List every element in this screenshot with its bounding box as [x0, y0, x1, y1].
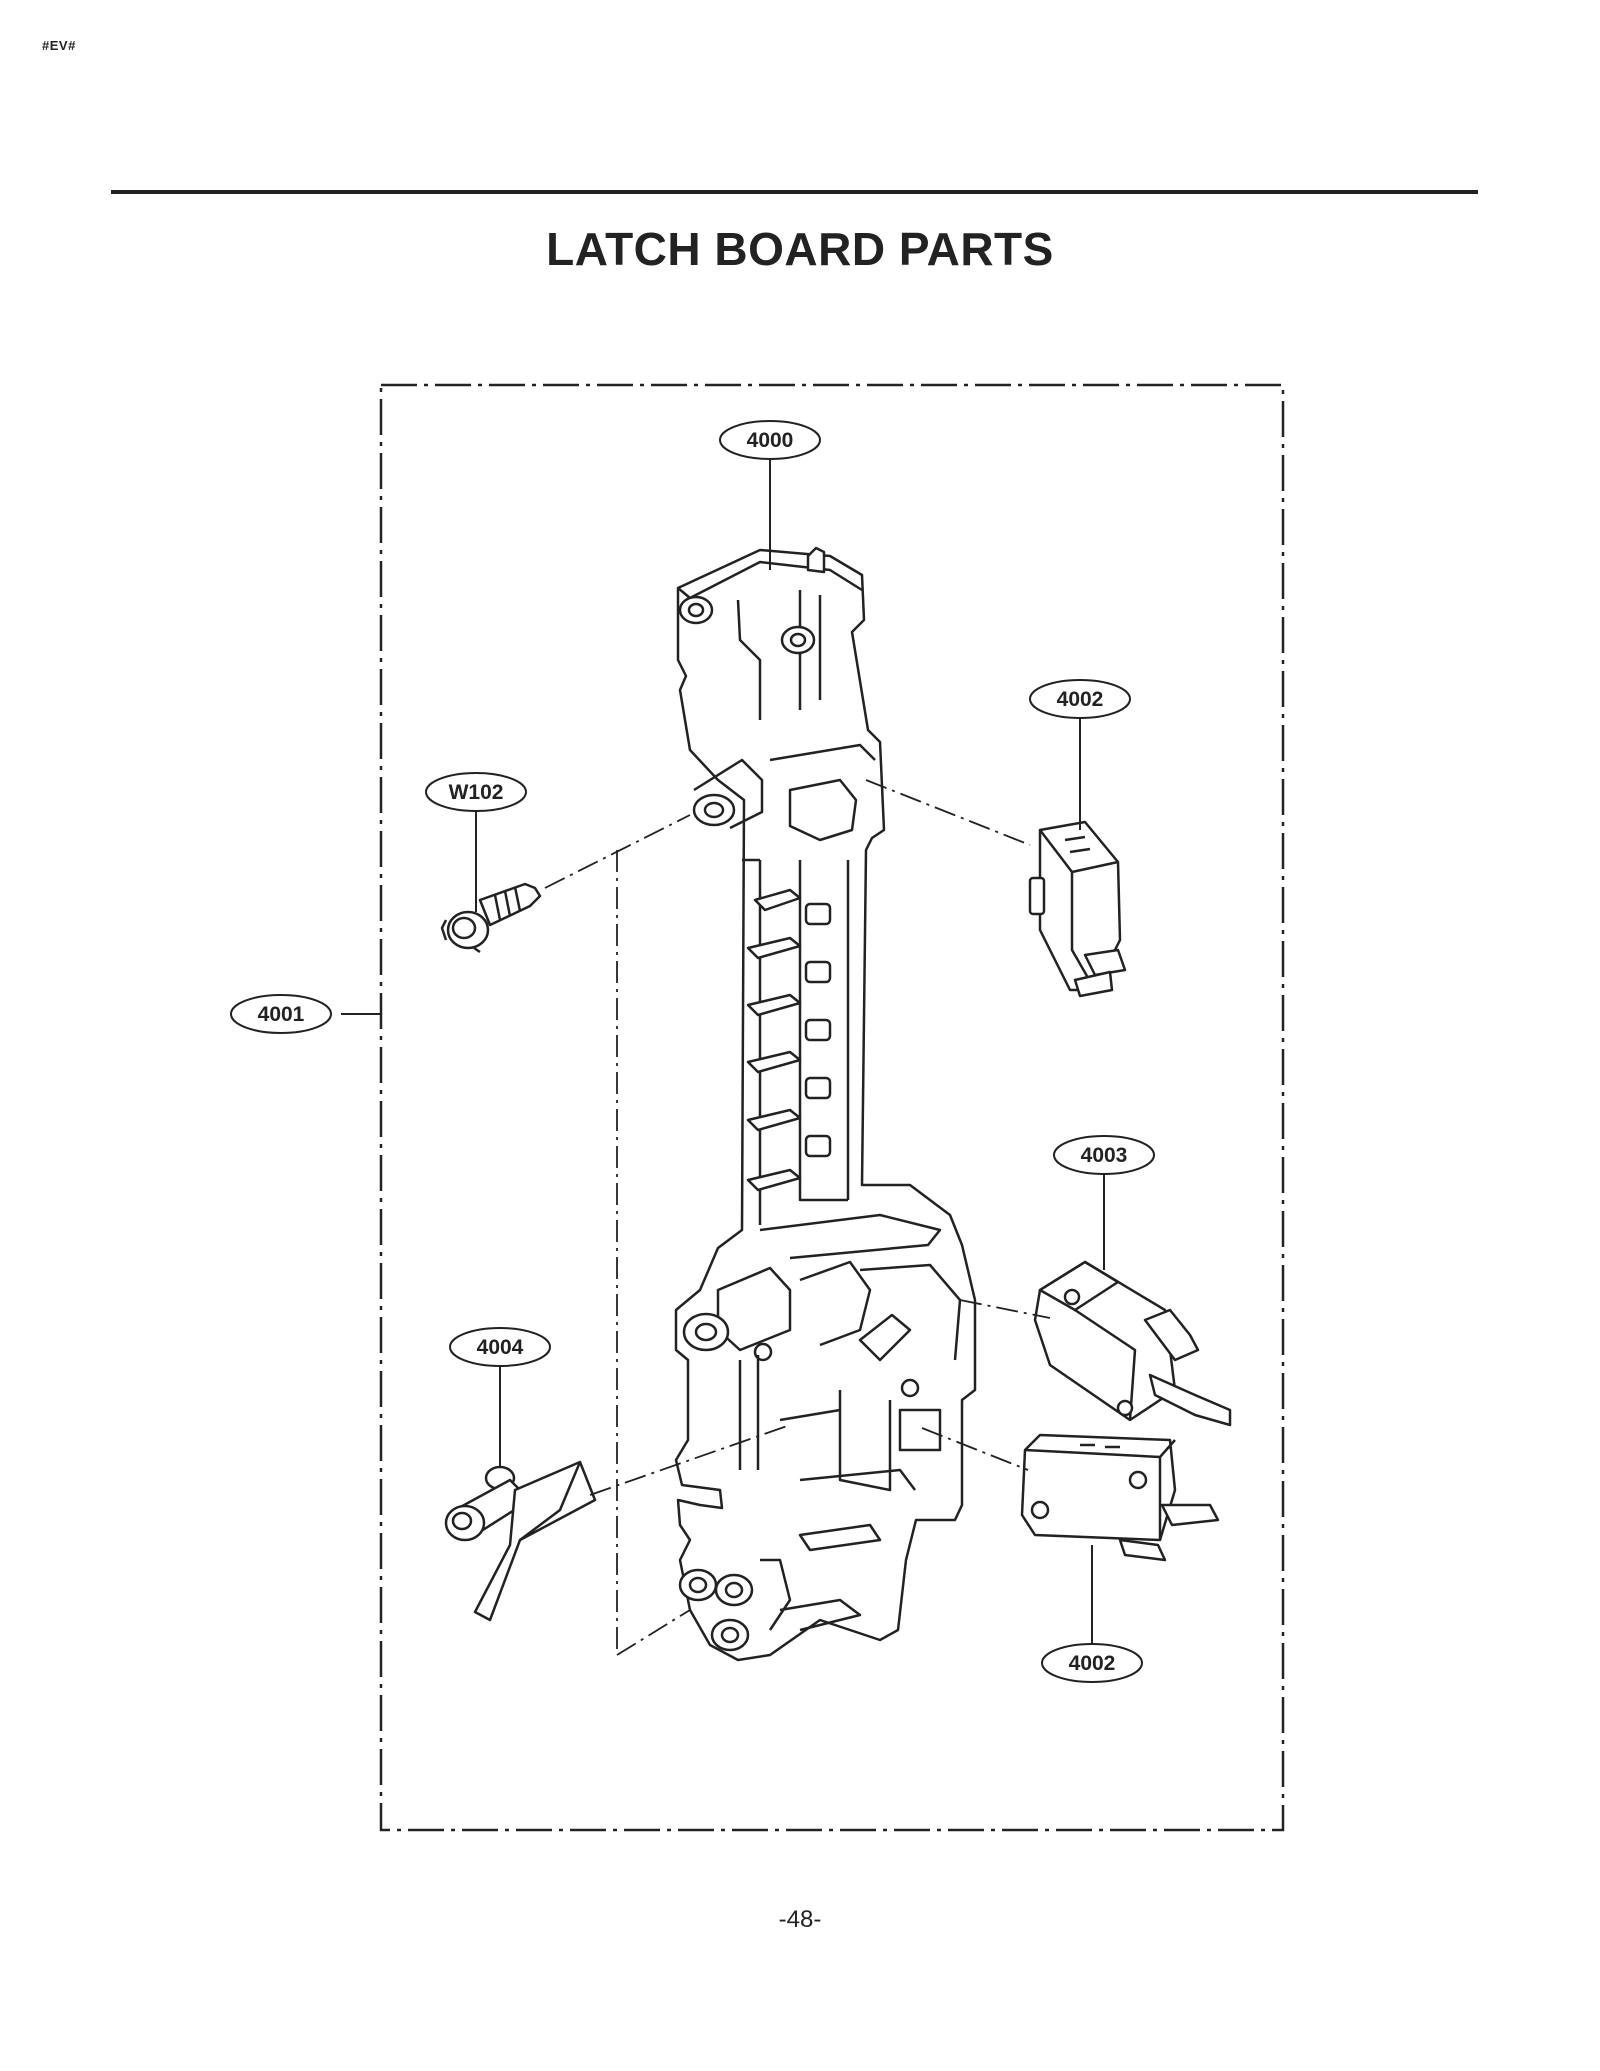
callout-4000: 4000 [719, 420, 821, 570]
callout-label-4000: 4000 [747, 429, 794, 452]
callout-label-4004: 4004 [477, 1336, 524, 1359]
callout-label-4003: 4003 [1081, 1144, 1128, 1167]
callout-4004: 4004 [449, 1327, 551, 1466]
callout-label-4001: 4001 [258, 1003, 305, 1026]
latch-lever-4004 [444, 1460, 597, 1622]
callout-4001: 4001 [230, 994, 381, 1034]
callout-label-w102: W102 [449, 781, 504, 804]
callout-4002-top: 4002 [1029, 679, 1131, 830]
page-title: LATCH BOARD PARTS [546, 223, 1054, 275]
assembly-boundary [379, 383, 1285, 1832]
latch-board-frame [674, 546, 977, 1662]
document-code: #EV# [42, 38, 76, 53]
callout-w102: W102 [425, 772, 527, 912]
micro-switch-4002-bottom [1020, 1433, 1220, 1562]
assembly-lines [544, 779, 1051, 1656]
callout-label-4002-bottom: 4002 [1069, 1652, 1116, 1675]
header-rule [111, 190, 1478, 194]
micro-switch-4003 [1033, 1260, 1232, 1427]
callout-label-4002-top: 4002 [1057, 688, 1104, 711]
micro-switch-4002-top [1028, 820, 1127, 998]
screw-w102 [440, 882, 542, 954]
page-number: -48- [778, 1906, 822, 1933]
callout-4002-bottom: 4002 [1041, 1545, 1143, 1683]
callout-4003: 4003 [1053, 1135, 1155, 1270]
